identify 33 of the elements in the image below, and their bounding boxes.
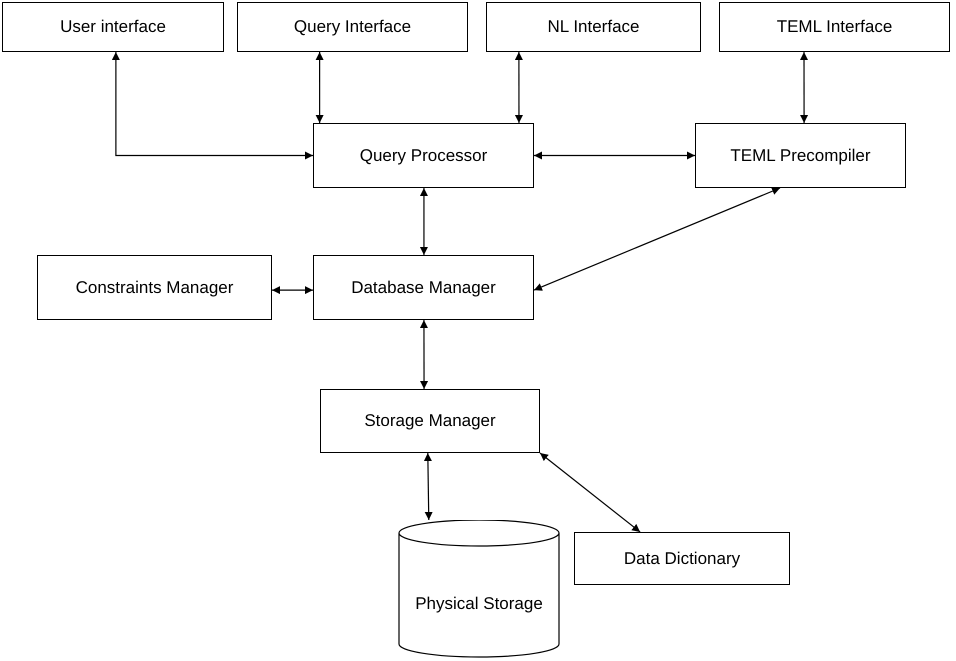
component-box	[486, 2, 701, 52]
component-label: Query Interface	[294, 16, 412, 38]
component-label: NL Interface	[548, 16, 640, 38]
component-box	[695, 123, 906, 188]
component-box	[2, 2, 224, 52]
component-box	[719, 2, 950, 52]
component-label: User interface	[60, 16, 166, 38]
component-label: Query Processor	[360, 144, 488, 166]
component-label: Database Manager	[351, 276, 496, 298]
component-box	[237, 2, 468, 52]
component-label: Physical Storage	[415, 593, 543, 615]
arrow	[514, 52, 523, 123]
component-label: Constraints Manager	[76, 276, 234, 298]
arrow	[420, 320, 428, 389]
arrow	[534, 187, 780, 291]
component-label: Storage Manager	[364, 410, 496, 432]
arrow	[540, 452, 640, 532]
storage-cylinder	[398, 520, 560, 658]
component-label: TEML Interface	[776, 16, 892, 38]
arrow	[800, 52, 808, 123]
component-box	[574, 532, 790, 585]
component-box	[313, 123, 534, 188]
component-box	[313, 255, 534, 320]
component-box	[320, 389, 540, 453]
component-box	[37, 255, 272, 320]
component-label: TEML Precompiler	[730, 144, 871, 166]
arrow	[424, 453, 433, 520]
arrow	[420, 188, 428, 255]
arrow	[112, 52, 313, 160]
component-label: Data Dictionary	[624, 548, 740, 570]
arrow	[272, 286, 313, 294]
arrow	[534, 152, 695, 160]
arrow	[316, 52, 324, 123]
